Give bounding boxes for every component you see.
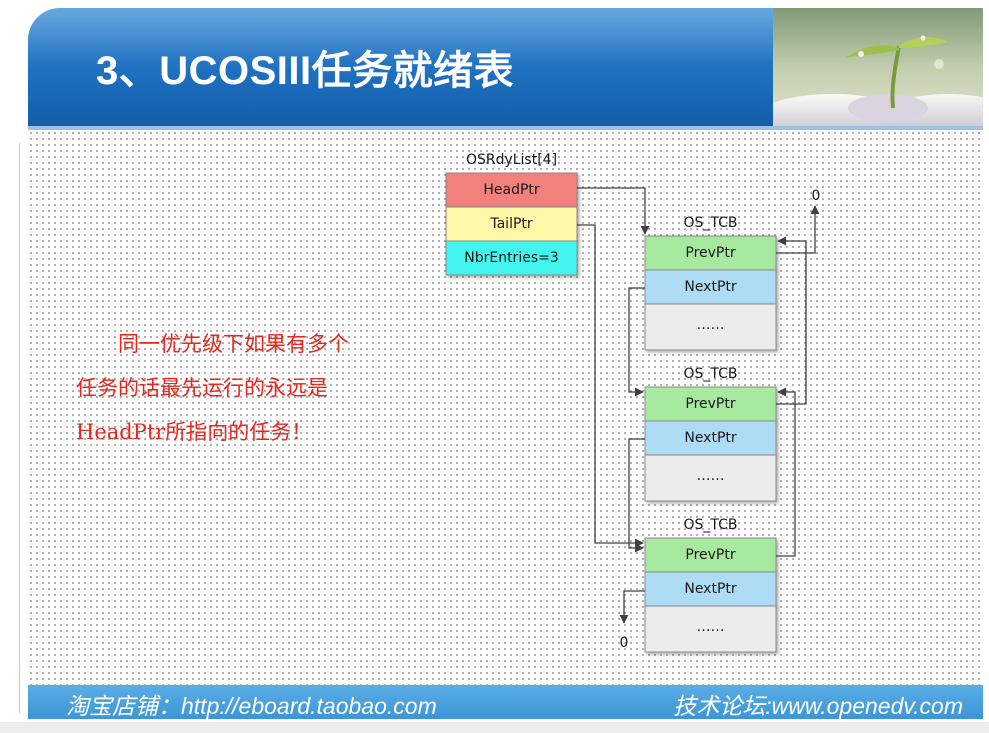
os-tcb-label: OS_TCB bbox=[683, 517, 737, 533]
nextptr-cell-label: NextPtr bbox=[684, 581, 737, 597]
tcb2-nextptr-arrow bbox=[628, 438, 645, 553]
rdylist-label: OSRdyList[4] bbox=[466, 152, 557, 168]
note-line: 同一优先级下如果有多个 bbox=[76, 332, 349, 356]
tcb3-nextptr-null-arrow bbox=[619, 590, 645, 624]
left-rule bbox=[19, 143, 20, 713]
ellipsis-cell-label: …… bbox=[697, 317, 725, 333]
title-banner: 3、UCOSIII任务就绪表 bbox=[28, 8, 983, 128]
explanation-note: 同一优先级下如果有多个任务的话最先运行的永远是 HeadPtr所指向的任务！ bbox=[76, 322, 416, 454]
footer-bar: 淘宝店铺：http://eboard.taobao.com 技术论坛:www.o… bbox=[28, 685, 983, 719]
prevptr-cell-label: PrevPtr bbox=[685, 396, 735, 412]
banner-underline bbox=[28, 126, 983, 130]
null-label-top: 0 bbox=[812, 188, 821, 204]
tailptr-cell-label: TailPtr bbox=[489, 216, 533, 232]
os-tcb-label: OS_TCB bbox=[683, 215, 737, 231]
prevptr-cell-label: PrevPtr bbox=[685, 547, 735, 563]
nbrentries-cell-label: NbrEntries=3 bbox=[464, 250, 559, 266]
ellipsis-cell bbox=[644, 454, 777, 502]
tcb3-prevptr-arrow bbox=[776, 387, 796, 557]
tcb1-nextptr-arrow bbox=[628, 287, 645, 397]
sprout-photo bbox=[773, 8, 983, 128]
note-line: HeadPtr所指向的任务！ bbox=[76, 420, 313, 444]
tcb2-prevptr-arrow bbox=[776, 236, 807, 405]
tcb1-prevptr-null-arrow bbox=[776, 205, 820, 254]
forum-link[interactable]: 技术论坛:www.openedv.com bbox=[673, 693, 963, 719]
shop-link[interactable]: 淘宝店铺：http://eboard.taobao.com bbox=[66, 693, 437, 719]
ellipsis-cell bbox=[644, 303, 777, 351]
nextptr-cell bbox=[644, 420, 777, 456]
os-tcb-label: OS_TCB bbox=[683, 366, 737, 382]
nextptr-cell bbox=[644, 269, 777, 305]
prevptr-cell-label: PrevPtr bbox=[685, 245, 735, 261]
ellipsis-cell bbox=[644, 605, 777, 653]
nextptr-cell-label: NextPtr bbox=[684, 279, 737, 295]
headptr-arrow bbox=[577, 187, 650, 235]
nbrentries-cell bbox=[445, 240, 578, 276]
note-line: 任务的话最先运行的永远是 bbox=[76, 376, 328, 400]
headptr-cell-label: HeadPtr bbox=[483, 182, 540, 198]
tailptr-arrow bbox=[577, 224, 644, 548]
prevptr-cell bbox=[644, 386, 777, 422]
null-label-bottom: 0 bbox=[620, 635, 629, 651]
nextptr-cell-label: NextPtr bbox=[684, 430, 737, 446]
tailptr-cell bbox=[445, 206, 578, 242]
ellipsis-cell-label: …… bbox=[697, 468, 725, 484]
sprout-image bbox=[773, 8, 983, 128]
ellipsis-cell-label: …… bbox=[697, 619, 725, 635]
slide-title: 3、UCOSIII任务就绪表 bbox=[96, 49, 515, 93]
bottom-strip bbox=[0, 722, 989, 733]
prevptr-cell bbox=[644, 537, 777, 573]
